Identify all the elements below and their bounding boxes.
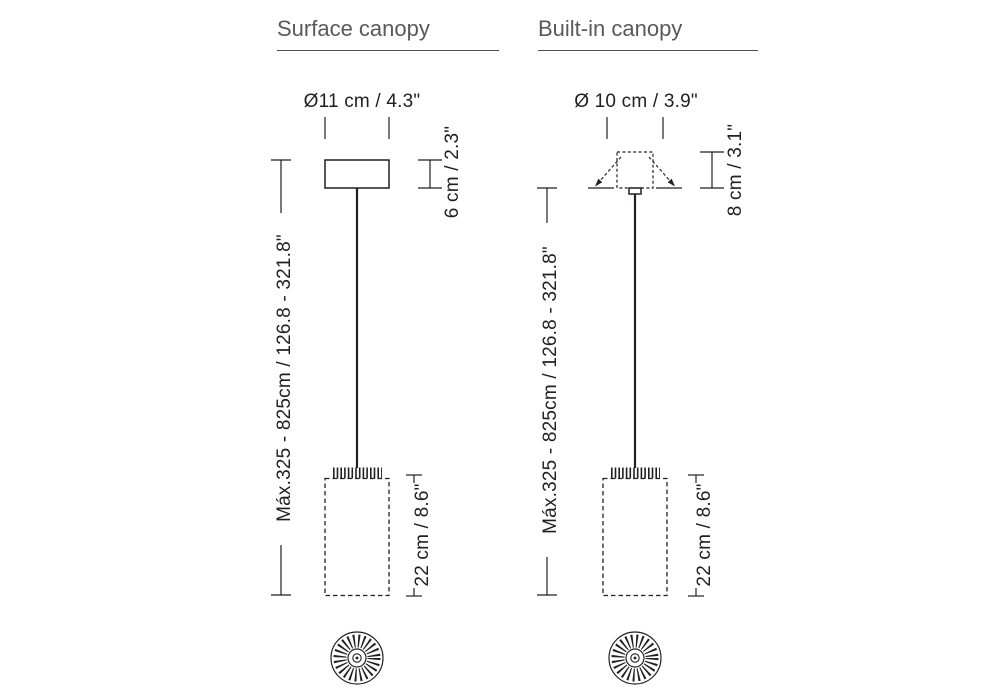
lamp-shade-outline [324, 477, 390, 597]
canopy-height-label: 6 cm / 2.3" [442, 126, 463, 218]
built-in-canopy-title: Built-in canopy [538, 16, 682, 41]
surface-canopy-diagram: Surface canopy Ø11 cm / 4.3" Máx.325 - 8… [271, 16, 499, 684]
ceiling-rose-bottom-view-icon [609, 632, 661, 684]
diameter-label: Ø 10 cm / 3.9" [574, 91, 698, 112]
ceiling-rose-bottom-view-icon [331, 632, 383, 684]
max-length-label: Máx.325 - 825cm / 126.8 - 321.8" [540, 246, 561, 534]
canopy-height-label: 8 cm / 3.1" [725, 124, 746, 216]
recessed-housing-outline [616, 151, 654, 189]
diameter-label: Ø11 cm / 4.3" [304, 91, 421, 112]
spring-clip-arrow [595, 178, 603, 187]
built-in-canopy-diagram: Built-in canopy Ø 10 cm / 3.9" 8 cm / 3.… [537, 16, 758, 684]
spring-clip-line [648, 156, 672, 183]
spring-clip-arrow [667, 178, 675, 187]
spring-clip-line [598, 156, 622, 183]
max-length-label: Máx.325 - 825cm / 126.8 - 321.8" [274, 234, 295, 522]
shade-height-label: 22 cm / 8.6" [412, 483, 433, 586]
surface-canopy-body [324, 159, 390, 189]
shade-height-label: 22 cm / 8.6" [694, 483, 715, 586]
lamp-shade-outline [602, 477, 668, 597]
cable-exit-stem [628, 187, 642, 195]
surface-canopy-title: Surface canopy [277, 16, 430, 41]
